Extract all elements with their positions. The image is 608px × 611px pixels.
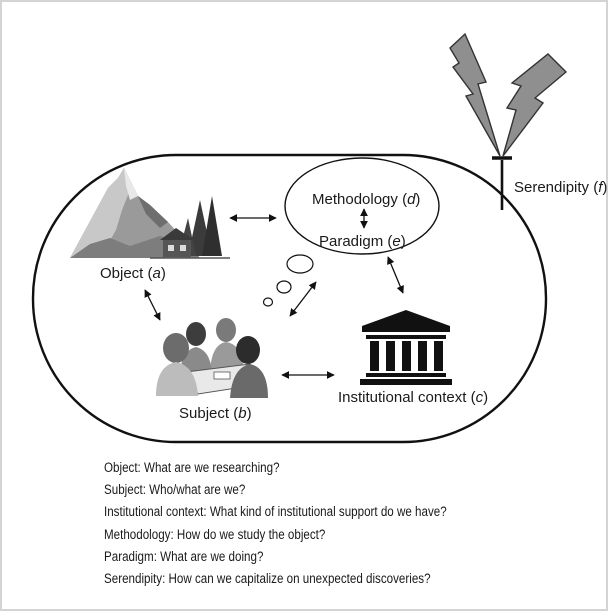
label-paradigm: Paradigm (e) [319, 233, 406, 250]
label-subject: Subject (b) [179, 405, 252, 422]
thought-dot-medium [276, 280, 292, 294]
people-group-icon [156, 318, 268, 398]
context-boundary-loop [31, 153, 548, 444]
question-serendipity: Serendipity: How can we capitalize on un… [104, 571, 431, 587]
label-methodology: Methodology (d) [312, 191, 420, 208]
question-institutional-context: Institutional context: What kind of inst… [104, 504, 447, 520]
arrow-object-subject [144, 289, 161, 321]
thought-dot-small [262, 297, 274, 307]
question-methodology: Methodology: How do we study the object? [104, 526, 326, 542]
arrow-paradigm-institutional [387, 256, 404, 294]
arrow-subject-paradigm [289, 281, 317, 317]
thought-dot-large [286, 254, 314, 274]
serendipity-lightning-icon [449, 32, 568, 210]
thought-bubble [284, 157, 440, 255]
mountain-cabin-icon [70, 168, 230, 259]
label-serendipity: Serendipity (f) [514, 179, 607, 196]
label-object: Object (a) [100, 265, 166, 282]
classical-building-icon [360, 310, 452, 385]
question-list: Object: What are we researching? Subject… [104, 457, 502, 590]
question-object: Object: What are we researching? [104, 460, 280, 475]
question-subject: Subject: Who/what are we? [104, 482, 246, 498]
question-paradigm: Paradigm: What are we doing? [104, 548, 264, 564]
label-institutional-context: Institutional context (c) [338, 389, 488, 406]
